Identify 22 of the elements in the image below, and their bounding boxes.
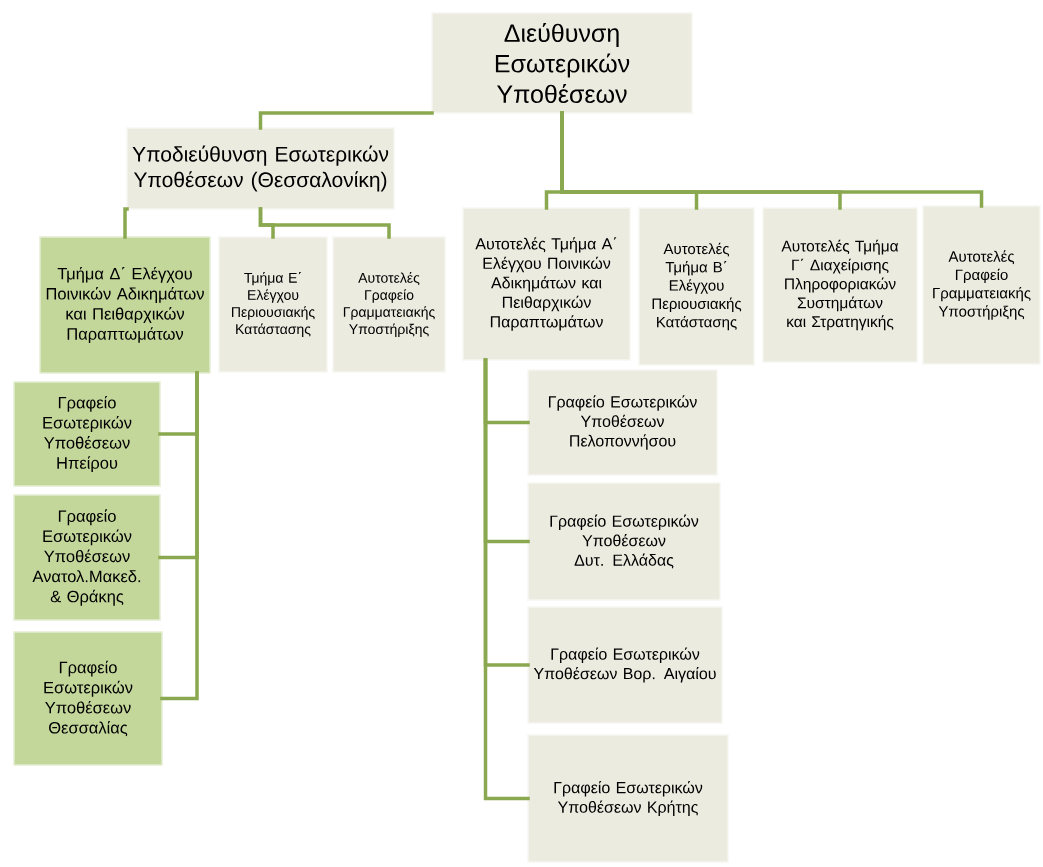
connector-line	[123, 207, 129, 239]
org-box: Αυτοτελές Τμήμα Γ΄ Διαχείρισης Πληροφοριακών Συστημάτων και Στρατηγικής	[762, 207, 918, 363]
org-box: Γραφείο Εσωτερικών Υποθέσεων Βορ. Αιγαίου	[527, 606, 723, 724]
org-box: Αυτοτελές Γραφείο Γραμματειακής Υποστήριξης	[922, 205, 1041, 365]
org-box: Τμήμα Δ΄ Ελέγχου Ποινικών Αδικημάτων και Πειθαρχικών Παραπτωμάτων	[39, 236, 211, 374]
connector-line	[560, 111, 984, 208]
connector-line	[258, 207, 391, 239]
connector-line	[258, 111, 434, 130]
org-box: Γραφείο Εσωτερικών Υποθέσεων Ανατολ.Μακεδ. & Θράκης	[13, 494, 161, 621]
org-box: Αυτοτελές Τμήμα Β΄ Ελέγχου Περιουσιακής Κατάστασης	[638, 207, 755, 366]
org-box: Αυτοτελές Τμήμα Α΄ Ελέγχου Ποινικών Αδικημάτων και Πειθαρχικών Παραπτωμάτων	[462, 207, 631, 361]
org-box: Γραφείο Εσωτερικών Υποθέσεων Δυτ. Ελλάδας	[527, 482, 721, 601]
org-box: Διεύθυνση Εσωτερικών Υποθέσεων	[431, 12, 693, 114]
org-box: Αυτοτελές Γραφείο Γραμματειακής Υποστήριξης	[332, 236, 446, 373]
org-box: Γραφείο Εσωτερικών Υποθέσεων Θεσσαλίας	[13, 631, 163, 766]
org-box: Τμήμα Ε΄ Ελέγχου Περιουσιακής Κατάστασης	[218, 236, 328, 373]
connector-line	[160, 371, 199, 701]
org-box: Γραφείο Εσωτερικών Υποθέσεων Ηπείρου	[13, 381, 161, 487]
org-box: Γραφείο Εσωτερικών Υποθέσεων Πελοποννήσου	[527, 369, 718, 476]
org-box: Υποδιεύθυνση Εσωτερικών Υποθέσεων (Θεσσαλονίκη)	[126, 127, 395, 210]
connector-line	[483, 358, 530, 801]
org-box: Γραφείο Εσωτερικών Υποθέσεων Κρήτης	[527, 734, 729, 863]
